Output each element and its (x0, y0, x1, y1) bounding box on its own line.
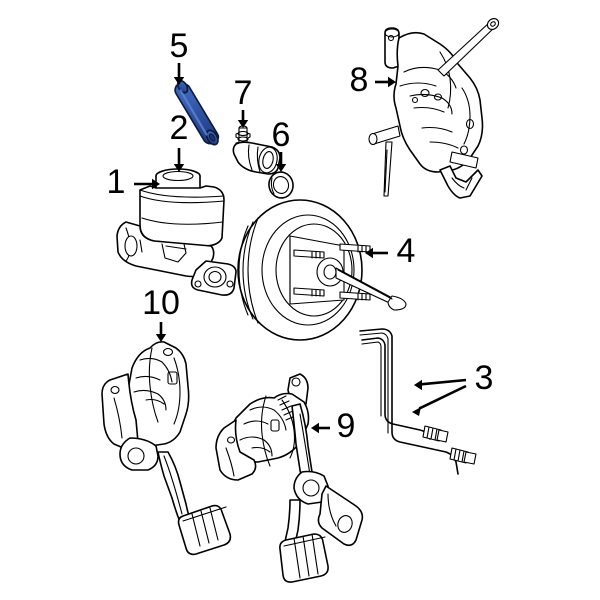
callout-label-10: 10 (142, 284, 180, 322)
callout-7[interactable]: 7 (234, 74, 253, 128)
hose-bore (208, 133, 216, 142)
callout-label-9: 9 (337, 407, 356, 445)
callout-5[interactable]: 5 (170, 27, 189, 85)
booster-studs (293, 243, 371, 301)
callout-arrowhead-4 (365, 247, 373, 259)
part-power-brake-booster[interactable] (237, 199, 407, 341)
part-brake-pedal-assembly-right[interactable] (215, 373, 364, 583)
callout-3[interactable]: 3 (414, 359, 493, 397)
part-vacuum-hose-highlighted[interactable] (174, 79, 220, 147)
part-brake-tube-lines[interactable] (359, 328, 477, 475)
brake-line-fitting-a (449, 447, 477, 465)
brake-tube-second-leader (412, 384, 467, 416)
callout-layer: 1 2 3 4 5 67 8 9 10 (107, 27, 494, 445)
callout-label-8: 8 (350, 61, 369, 99)
callout-6[interactable]: 6 (272, 116, 291, 172)
callout-1[interactable]: 1 (107, 163, 160, 201)
callout-8[interactable]: 8 (350, 61, 396, 99)
callout-label-6: 6 (272, 116, 291, 154)
callout-arrowhead-7 (237, 120, 249, 128)
callout-arrowhead-3b (412, 407, 421, 416)
callout-9[interactable]: 9 (311, 407, 355, 445)
part-brake-pedal-assembly-left[interactable] (101, 341, 232, 556)
callout-2[interactable]: 2 (170, 109, 189, 172)
callout-label-3: 3 (475, 359, 494, 397)
callout-arrowhead-6 (275, 164, 287, 172)
callout-label-1: 1 (107, 163, 126, 201)
callout-arrowhead-1 (152, 178, 160, 190)
part-brake-pedal-bracket-support[interactable] (368, 16, 501, 199)
callout-label-7: 7 (234, 74, 253, 112)
pedal-return-spring (277, 395, 296, 421)
hose-specular-highlight (179, 89, 208, 136)
part-brake-master-cylinder[interactable] (116, 168, 237, 296)
callout-arrowhead-9 (311, 422, 319, 434)
callout-arrowhead-3 (414, 379, 422, 391)
callout-arrowhead-8 (388, 76, 396, 88)
callout-leader-3 (420, 378, 467, 386)
callout-label-2: 2 (170, 109, 189, 147)
callout-arrowhead-10 (155, 334, 167, 342)
callout-arrowhead-2 (173, 164, 185, 172)
brake-line-fitting-b (422, 425, 449, 443)
callout-leader-3b (418, 384, 467, 410)
callout-label-4: 4 (397, 232, 416, 270)
part-check-valve-grommet[interactable] (267, 170, 296, 200)
part-vacuum-check-valve[interactable] (232, 125, 281, 175)
callout-10[interactable]: 10 (142, 284, 180, 342)
callout-4[interactable]: 4 (365, 232, 415, 270)
callout-label-5: 5 (170, 27, 189, 65)
callout-arrowhead-5 (173, 77, 185, 85)
